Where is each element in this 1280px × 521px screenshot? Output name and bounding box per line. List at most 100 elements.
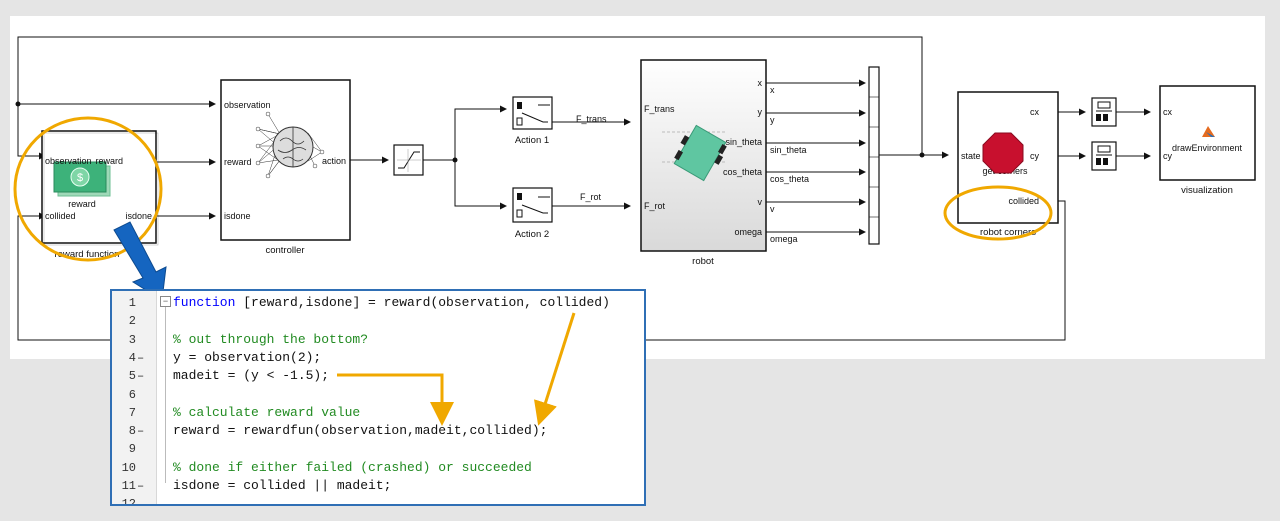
action2-label: Action 2 [515,229,549,240]
fold-toggle-icon[interactable]: − [160,296,171,307]
port-reward: reward [95,156,123,166]
robot-corners-block[interactable]: state cx cy collided get corners robot c… [957,91,1059,238]
comment-token: % done if either failed (crashed) or suc… [173,459,532,475]
code-text[interactable]: isdone = collided || madeit; [173,477,391,495]
code-line[interactable]: 5– madeit = (y < -1.5); [112,367,644,385]
port-action: action [322,156,346,166]
controller-block[interactable]: observation reward isdone action control… [220,79,351,256]
matlab-logo-icon [1202,126,1215,137]
signal-label-f-trans: F_trans [576,114,607,124]
code-token: isdone = collided || madeit; [173,478,392,493]
code-text[interactable]: % done if either failed (crashed) or suc… [173,459,532,477]
line-number-gutter [112,291,157,504]
port-cos-theta: cos_theta [723,167,762,177]
code-editor[interactable]: − 1 function [reward,isdone] = reward(obs… [110,289,646,506]
keyword-token: function [173,295,236,310]
robot-block[interactable]: F_trans F_rot x y sin_theta cos_theta v … [640,59,767,267]
reward-icon-label: reward [68,199,96,209]
mux-block[interactable] [868,66,880,245]
port-isdone: isdone [125,211,152,221]
junction-dots [15,101,925,163]
signal-label-sin-theta: sin_theta [770,145,807,155]
line-number: 10 [121,460,136,475]
breakpoint-marker[interactable]: – [137,350,145,365]
line-number: 9 [128,442,136,457]
money-icon: $ [53,161,111,197]
code-line[interactable]: 11– isdone = collided || madeit; [112,477,644,495]
code-text[interactable]: % calculate reward value [173,404,360,422]
breakpoint-marker[interactable]: – [137,369,145,384]
code-line[interactable]: 6 [112,386,644,404]
code-token: madeit = (y < -1.5); [173,368,330,384]
line-number: 11 [121,479,136,493]
code-line[interactable]: 9 [112,440,644,458]
code-line[interactable]: 10 % done if either failed (crashed) or s… [112,459,644,477]
line-number: 4 [128,350,136,365]
line-number: 1 [128,296,136,310]
line-number: 8 [128,424,136,439]
code-line[interactable]: 2 [112,312,644,330]
code-line[interactable]: 1 function [reward,isdone] = reward(obser… [112,294,644,312]
signal-label-f-rot: F_rot [580,192,602,202]
code-line[interactable]: 8– reward = rewardfun(observation,madeit,… [112,422,644,440]
robot-output-labels: x y sin_theta cos_theta v omega [770,85,809,244]
breakpoint-marker[interactable]: – [137,424,145,439]
visualization-label: visualization [1181,185,1233,196]
port-y: y [758,107,763,117]
code-token: [reward,isdone] = reward(observation, co… [235,295,610,310]
highlight-reward-function [13,116,163,262]
port-cy: cy [1030,151,1040,161]
port-cx: cx [1163,107,1173,117]
code-text[interactable]: reward = rewardfun(observation,madeit,co… [173,422,547,440]
reward-function-block[interactable]: $ observation collided reward isdone rew… [41,130,159,260]
port-f-rot: F_rot [644,201,666,211]
action1-block[interactable]: Action 1 [512,96,553,146]
code-line[interactable]: 3 % out through the bottom? [112,331,644,349]
action2-block[interactable]: Action 2 [512,187,553,240]
code-text[interactable]: madeit = (y < -1.5); [173,367,329,385]
line-number: 12 [121,497,136,506]
code-token: reward = rewardfun(observation,madeit,co… [173,423,548,439]
line-number: 5 [128,369,136,384]
code-token: y = observation(2); [173,349,322,365]
display-block-cy[interactable] [1091,141,1117,171]
line-number: 7 [128,405,136,420]
fold-guide [165,307,166,483]
comment-token: % out through the bottom? [173,331,369,347]
signal-label-cos-theta: cos_theta [770,174,809,184]
highlight-collided [943,185,1053,241]
robot-label: robot [692,256,714,267]
stop-sign-icon [982,132,1024,174]
code-line[interactable]: 4– y = observation(2); [112,349,644,367]
signal-label-omega: omega [770,234,798,244]
robot-icon [662,124,727,182]
action1-label: Action 1 [515,135,549,146]
block-diagram: $ observation collided reward isdone rew… [13,36,1256,341]
code-line[interactable]: 12 [112,495,644,506]
code-text[interactable]: function [reward,isdone] = reward(observ… [173,294,610,312]
visualization-block[interactable]: cx cy drawEnvironment visualization [1159,85,1256,196]
port-state: state [961,151,981,161]
callout-arrow-icon [113,221,167,301]
code-text[interactable]: y = observation(2); [173,349,321,367]
svg-text:$: $ [77,172,83,184]
port-f-trans: F_trans [644,104,675,114]
controller-label: controller [265,245,304,256]
line-number: 6 [128,387,136,402]
port-cy: cy [1163,151,1173,161]
signal-label-v: v [770,204,775,214]
port-observation: observation [45,156,92,166]
port-observation: observation [224,100,271,110]
signal-label-x: x [770,85,775,95]
code-line[interactable]: 7 % calculate reward value [112,404,644,422]
code-text[interactable]: % out through the bottom? [173,331,368,349]
madeit-arrow [337,373,454,426]
display-block-cx[interactable] [1091,97,1117,127]
port-cx: cx [1030,107,1040,117]
port-x: x [758,78,763,88]
signal-label-y: y [770,115,775,125]
line-number: 3 [128,332,136,347]
saturation-block[interactable] [393,144,424,176]
breakpoint-marker[interactable]: – [137,479,145,493]
